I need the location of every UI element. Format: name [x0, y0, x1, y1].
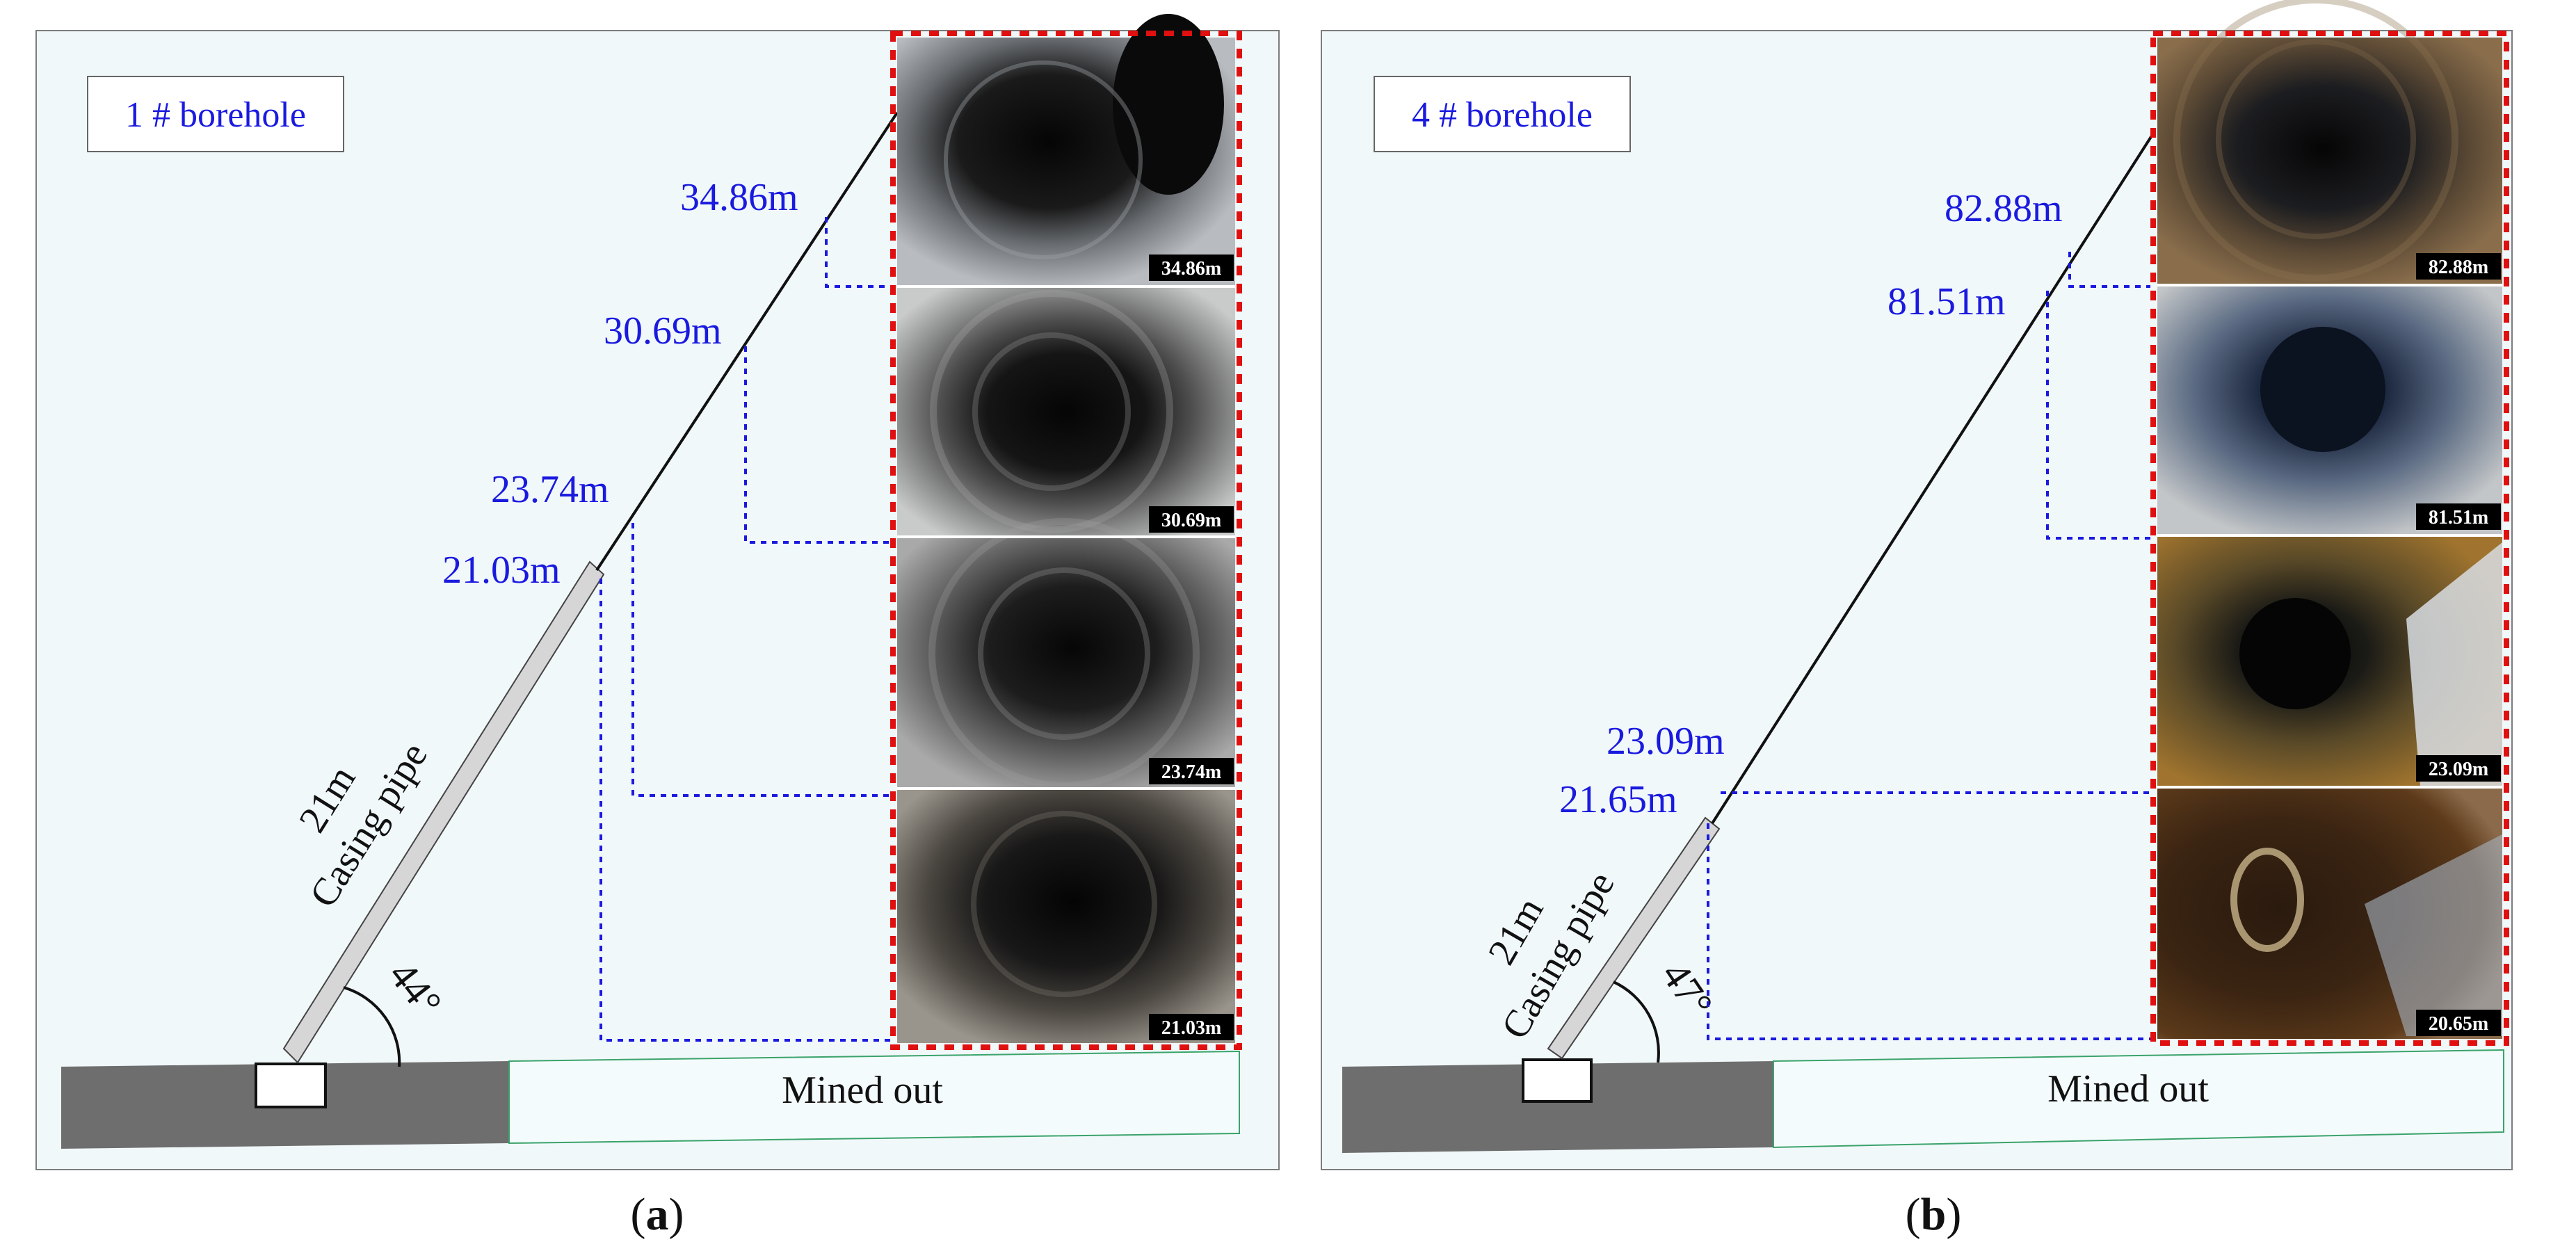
depth-leader-line [825, 217, 896, 288]
depth-label: 82.88m [1945, 187, 2063, 230]
borehole-label-box [1374, 76, 1631, 152]
depth-label: 81.51m [1887, 280, 2006, 323]
rock-layer [1342, 1061, 1773, 1153]
caption-b: (b) [1906, 1189, 1962, 1240]
photo-depth-stamp: 23.09m [2429, 759, 2488, 780]
photo-depth-stamp: 30.69m [1161, 510, 1221, 531]
photo-depth-stamp: 82.88m [2429, 257, 2488, 278]
angle-arc [343, 986, 401, 1067]
depth-leader-line [2046, 291, 2150, 540]
depth-label: 34.86m [680, 176, 798, 219]
borehole-photo-column: 82.88m 81.51m 23.09m 20.65m [2157, 0, 2502, 1039]
borehole-label-box [87, 76, 344, 152]
borehole-photo-column: 34.86m 30.69m 23.74m 21.03m [897, 14, 1235, 1043]
depth-leader-line [599, 579, 896, 1042]
photo-frame [2150, 31, 2509, 1046]
borehole-label: 4 # borehole [1412, 95, 1593, 135]
angle-arc [1613, 980, 1660, 1063]
photo-depth-stamp: 20.65m [2429, 1013, 2488, 1035]
depth-label: 30.69m [604, 309, 722, 353]
photo-depth-stamp: 34.86m [1161, 258, 1221, 280]
drill-rig [1522, 1058, 1593, 1103]
panel-b: 4 # borehole Mined out 47° 21m Casing pi… [1321, 0, 2513, 1170]
panel-a: 1 # borehole Mined out 44° 21m Casing pi… [35, 14, 1280, 1170]
depth-label: 23.09m [1607, 720, 1725, 763]
borehole-line [595, 111, 899, 572]
casing-pipe [282, 560, 605, 1064]
photo-depth-stamp: 21.03m [1161, 1017, 1221, 1039]
depth-leader-line [1707, 823, 2150, 1040]
depth-label: 21.65m [1559, 778, 1677, 821]
mined-out-label: Mined out [2047, 1067, 2209, 1110]
borehole-line [1711, 132, 2155, 825]
mined-out-label: Mined out [782, 1069, 943, 1112]
borehole-label: 1 # borehole [125, 95, 306, 135]
photo-frame [890, 31, 1242, 1050]
caption-a: (a) [631, 1189, 684, 1240]
drill-rig [255, 1063, 327, 1108]
photo-depth-stamp: 23.74m [1161, 761, 1221, 783]
mined-out-area [1773, 1049, 2504, 1149]
mined-out-area [508, 1050, 1240, 1145]
depth-leader-line [631, 523, 896, 797]
depth-label: 21.03m [442, 549, 561, 592]
photo-depth-stamp: 81.51m [2429, 507, 2488, 528]
casing-pipe [1547, 816, 1721, 1060]
depth-label: 23.74m [491, 468, 609, 511]
depth-leader-line [2068, 252, 2150, 288]
